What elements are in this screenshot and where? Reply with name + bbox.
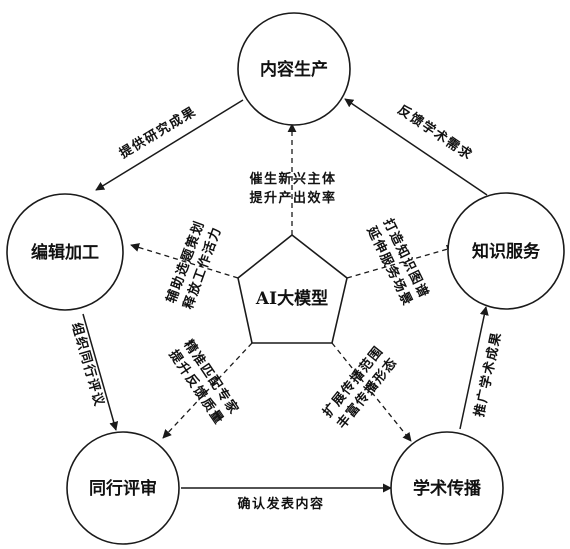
svg-text:提升产出效率: 提升产出效率 bbox=[249, 190, 336, 206]
node-top: 内容生产 bbox=[237, 12, 351, 126]
center-label-to-bottom-right: 扩展传播范围 丰富传播形态 bbox=[320, 343, 401, 432]
node-top-label: 内容生产 bbox=[260, 59, 328, 80]
node-bottom-left: 同行评审 bbox=[66, 431, 180, 545]
node-bottom-left-label: 同行评审 bbox=[89, 478, 157, 499]
edge-top-to-left bbox=[95, 99, 244, 191]
center-label-to-top: 催生新兴主体 提升产出效率 bbox=[249, 171, 336, 206]
edge-label-top-to-left: 提供研究成果 bbox=[117, 103, 200, 162]
edge-center-to-bottom-left bbox=[162, 342, 253, 439]
edge-bottom-right-to-right bbox=[459, 306, 489, 430]
edge-label-bottom-left-to-bottom-right: 确认发表内容 bbox=[237, 496, 324, 512]
svg-text:催生新兴主体: 催生新兴主体 bbox=[249, 171, 336, 187]
edge-label-left-to-bottom-left: 组织同行评议 bbox=[68, 321, 107, 409]
node-bottom-right: 学术传播 bbox=[390, 431, 504, 545]
edge-right-to-top bbox=[344, 98, 488, 196]
center-label-to-bottom-left: 精准匹配专家 提升反馈质量 bbox=[165, 337, 242, 428]
edge-left-to-bottom-left bbox=[82, 313, 119, 431]
edge-center-to-left bbox=[130, 243, 239, 279]
node-bottom-right-label: 学术传播 bbox=[413, 478, 482, 499]
center-label: AI大模型 bbox=[255, 288, 328, 309]
edge-center-to-bottom-right bbox=[331, 342, 412, 442]
center-label-to-right: 打造知识图谱 延伸服务场景 bbox=[363, 216, 432, 309]
node-right-label: 知识服务 bbox=[471, 241, 541, 262]
node-left: 编辑加工 bbox=[6, 193, 124, 311]
edge-center-to-right bbox=[346, 244, 456, 279]
edge-label-bottom-right-to-right: 推广学术成果 bbox=[471, 330, 505, 418]
node-right: 知识服务 bbox=[447, 192, 565, 310]
center-node: AI大模型 bbox=[237, 233, 348, 344]
node-left-label: 编辑加工 bbox=[31, 242, 99, 263]
edge-label-right-to-top: 反馈学术需求 bbox=[395, 102, 476, 164]
